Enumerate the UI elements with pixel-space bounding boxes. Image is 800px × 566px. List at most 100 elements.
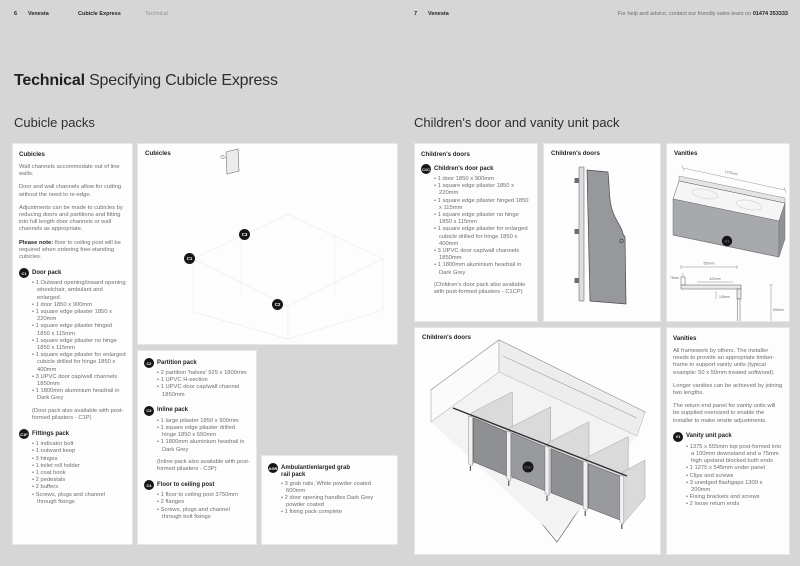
list-item: 3 grab rails, White powder coated 600mm — [281, 481, 391, 495]
intro-para: Wall channels accommodate out of line wa… — [19, 164, 120, 178]
hinge-mark — [574, 178, 579, 183]
dim-upstand: 75mm — [670, 276, 679, 280]
dim-height: 800mm — [773, 308, 784, 312]
list-item: 1 UPVC H-section — [157, 377, 250, 384]
headrail — [452, 407, 628, 477]
diagram-badge-c3: C3 — [239, 229, 250, 240]
pack-badge: C3 — [144, 405, 154, 416]
vanity-section-diagram: 550mm 75mm 400mm 100mm 800mm 100mm skirt… — [670, 262, 784, 321]
dim-downstand: 100mm — [719, 295, 730, 299]
list-item: 1 square edge pilaster no hinge 1850 x 1… — [32, 338, 126, 352]
list-item: 2 buffers — [32, 484, 126, 491]
basin-outline — [735, 199, 763, 211]
pack-footnote: (Door pack also available with post-form… — [32, 407, 124, 421]
pack-footnote: (Inline pack also available with post-fo… — [157, 458, 250, 473]
list-item: 3 unedged flashgaps 1300 x 200mm — [686, 480, 783, 494]
pack-title: Partition pack — [157, 359, 197, 366]
list-item: 1 coat hook — [32, 470, 126, 477]
list-item: 1 square edge pilaster for enlarged cubi… — [434, 226, 531, 248]
cubicles-diagram-panel: Cubicles C3 C1 C2 — [137, 143, 398, 345]
childrens-doors-render-panel: Children's doors — [414, 327, 661, 555]
basin-outline — [691, 188, 719, 200]
panel-heading: Vanities — [673, 335, 697, 342]
list-item: 2 flanges — [157, 499, 250, 506]
panel-heading: Children's doors — [421, 151, 470, 158]
grab-rail-panel: AGR Ambulant/enlarged grab rail pack 3 g… — [261, 455, 398, 545]
list-item: 1 1275 x 545mm under panel — [686, 465, 783, 472]
pack-items: 2 partition 'halves' 925 x 1800mm1 UPVC … — [157, 370, 250, 399]
list-item: 1 square edge pilaster 1850 x 220mm — [434, 183, 531, 197]
list-item: 1 toilet roll holder — [32, 463, 126, 470]
pack-items: 1375 x 555mm top post-formed into a 100m… — [686, 444, 783, 509]
phone-number: 01474 353333 — [752, 11, 788, 17]
pack-badge: C1 — [19, 268, 29, 279]
list-item: 1 floor to ceiling post 3750mm — [157, 492, 250, 499]
cubicles-exploded-drawing — [192, 148, 384, 340]
grab-rail-pack: AGR Ambulant/enlarged grab rail pack 3 g… — [268, 463, 391, 517]
list-item: 1 1800mm aluminium headrail in Dark Grey — [157, 439, 250, 453]
pack-items: 3 grab rails, White powder coated 600mm2… — [281, 481, 391, 517]
childrens-door-drawing — [574, 166, 627, 305]
render-badge-c1c — [522, 461, 534, 473]
list-item: 2 loose return ends — [686, 501, 783, 508]
panel-heading: Children's doors — [422, 334, 471, 341]
list-item: Screws, plugs and channel through fixing… — [32, 492, 126, 506]
list-item: 1 Outward opening/inward opening wheelch… — [32, 280, 126, 302]
list-item: 1 door 1850 x 900mm — [434, 176, 531, 183]
vanities-para: All framework by others. The installer n… — [673, 348, 775, 376]
page-number-right: 7 — [414, 11, 418, 17]
list-item: 1 door 1850 x 900mm — [32, 302, 126, 309]
pack-title: Ambulant/enlarged grab rail pack — [281, 464, 351, 478]
pack-badge: C1F — [19, 429, 29, 440]
panel-heading: Cubicles — [19, 151, 45, 158]
vanity-unit-pack: V1 Vanity unit pack 1375 x 555mm top pos… — [673, 431, 783, 509]
pack-items: 1 Outward opening/inward opening wheelch… — [32, 280, 126, 402]
list-item: 1 square edge pilaster for enlarged cubi… — [32, 352, 126, 374]
pack-title: Floor to ceiling post — [157, 481, 215, 488]
vanity-isometric-drawing: 1375mm V1 550mm 75mm — [670, 164, 787, 321]
list-item: 1 large pilaster 1850 x 900mm — [157, 418, 250, 425]
childrens-door-drawing-panel: Children's doors — [543, 143, 661, 322]
section-title-childrens: Children's door and vanity unit pack — [414, 115, 620, 130]
list-item: 3 UPVC door cap/wall channels 1850mm — [32, 374, 126, 388]
diagram-badge-c1: C1 — [184, 253, 195, 264]
pack-title: Vanity unit pack — [686, 433, 732, 440]
breadcrumb-section: Technical — [145, 11, 168, 17]
hinge-mark — [574, 229, 579, 234]
list-item: 1 square edge pilaster hinged 1850 x 115… — [32, 323, 126, 337]
fittings-pack: C1F Fittings pack 1 indicator bolt1 outw… — [19, 429, 126, 506]
pack-items: 1 large pilaster 1850 x 900mm1 square ed… — [157, 418, 250, 454]
pack-title: Children's door pack — [434, 165, 494, 172]
list-item: 2 pedestals — [32, 477, 126, 484]
floor-to-ceiling-post-pack: C4 Floor to ceiling post 1 floor to ceil… — [144, 480, 250, 521]
partition-inline-post-panel: C2 Partition pack 2 partition 'halves' 9… — [137, 350, 257, 545]
diagram-badge-c2: C2 — [272, 299, 283, 310]
pack-title: Inline pack — [157, 407, 189, 414]
pack-items: 1 door 1850 x 900mm1 square edge pilaste… — [434, 176, 531, 277]
list-item: 1 square edge pilaster 1850 x 220mm — [32, 309, 126, 323]
partition-pack: C2 Partition pack 2 partition 'halves' 9… — [144, 358, 250, 399]
dim-top-depth: 550mm — [704, 262, 715, 266]
childrens-door-pack: C1C Children's door pack 1 door 1850 x 9… — [421, 164, 531, 296]
cubicles-info-panel: Cubicles Wall channels accommodate out o… — [12, 143, 133, 545]
vanities-info-panel: Vanities All framework by others. The in… — [666, 327, 790, 555]
pack-title: Door pack — [32, 269, 62, 276]
page-number-left: 6 — [14, 11, 18, 17]
list-item: 2 partition 'halves' 925 x 1800mm — [157, 370, 250, 377]
list-item: 1375 x 555mm top post-formed into a 100m… — [686, 444, 783, 466]
panel-glyph — [225, 148, 240, 175]
pack-badge: AGR — [268, 463, 278, 473]
list-item: 2 door opening handles Dark Grey powder … — [281, 495, 391, 509]
childrens-door-shape — [586, 169, 627, 305]
dim-clearance: 400mm — [710, 277, 721, 281]
list-item: 3 hinges — [32, 456, 126, 463]
list-item: 1 fixing pack complete — [281, 509, 391, 516]
vanities-drawing-panel: Vanities 1375mm V1 — [666, 143, 790, 322]
vanities-para: The return end panel for vanity units wi… — [673, 403, 776, 424]
vanities-para: Longer vanities can be achieved by joini… — [673, 382, 783, 397]
door-handle-mark — [619, 239, 624, 244]
list-item: Fixing brackets and screws — [686, 494, 783, 501]
cubicle-room-isometric-render: C1C — [430, 339, 646, 543]
diagram-badge-v1 — [721, 235, 733, 247]
